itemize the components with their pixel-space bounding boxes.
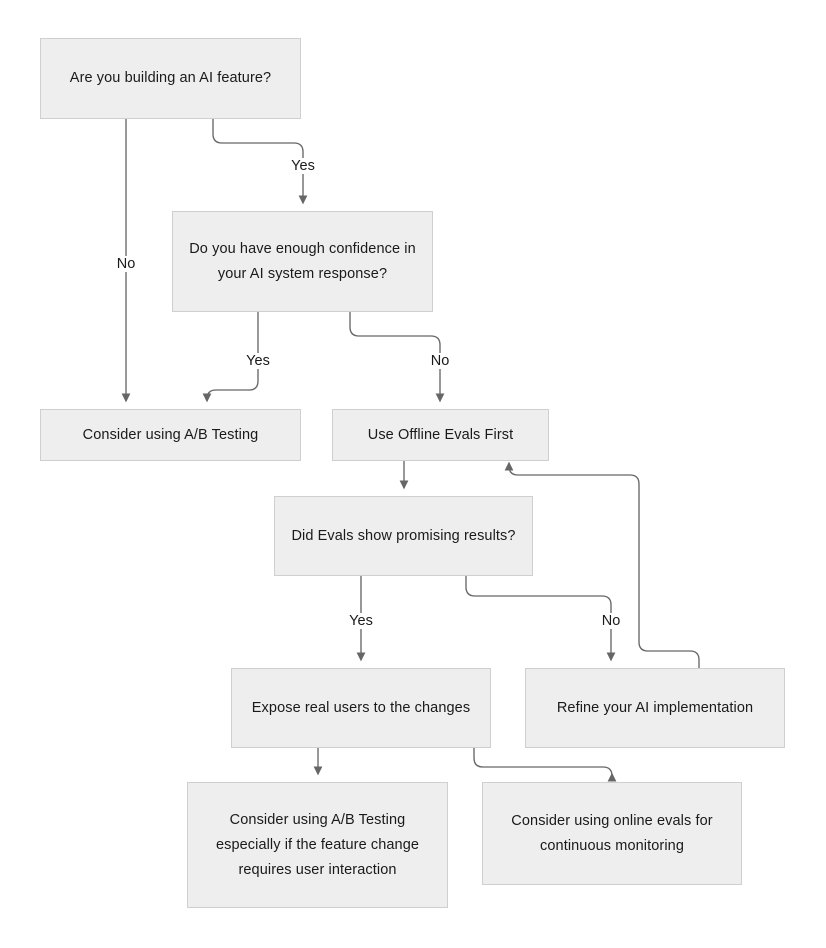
edge-label-yes-evals: Yes [346, 613, 376, 629]
edge-confidence-no [349, 312, 445, 403]
node-consider-using-ab-testing[interactable]: Consider using A/B Testing [40, 409, 301, 461]
node-consider-using-ab-testing-detail[interactable]: Consider using A/B Testing especially if… [187, 782, 448, 908]
node-refine-your-ai-implementation[interactable]: Refine your AI implementation [525, 668, 785, 748]
node-label: Use Offline Evals First [367, 426, 514, 443]
node-label: Refine your AI implementation [556, 699, 754, 716]
node-label: Expose real users to the changes [251, 699, 471, 716]
node-did-evals-show-promising-results[interactable]: Did Evals show promising results? [274, 496, 533, 576]
node-use-offline-evals-first[interactable]: Use Offline Evals First [332, 409, 549, 461]
node-consider-using-online-evals[interactable]: Consider using online evals for continuo… [482, 782, 742, 885]
node-label: Consider using A/B Testing especially if… [215, 811, 420, 878]
node-label: Are you building an AI feature? [69, 70, 272, 86]
node-label: Did Evals show promising results? [291, 527, 516, 544]
node-do-you-have-enough-confidence[interactable]: Do you have enough confidence in your AI… [172, 211, 433, 312]
edge-expose-to-online-evals [473, 748, 617, 782]
edge-label-no-building-ai: No [113, 256, 139, 272]
node-label: Consider using online evals for continuo… [511, 812, 713, 854]
edge-label-no-evals: No [598, 613, 624, 629]
edge-refine-feedback-loop [504, 461, 700, 668]
edge-label-yes-building-ai: Yes [288, 158, 318, 174]
node-expose-real-users-to-the-changes[interactable]: Expose real users to the changes [231, 668, 491, 748]
node-label: Do you have enough confidence in your AI… [189, 240, 416, 282]
edge-label-yes-confidence: Yes [243, 353, 273, 369]
edge-label-no-confidence: No [427, 353, 453, 369]
node-label: Consider using A/B Testing [82, 426, 259, 443]
node-are-you-building-an-ai-feature[interactable]: Are you building an AI feature? [40, 38, 301, 119]
edge-evals-no [465, 576, 616, 662]
